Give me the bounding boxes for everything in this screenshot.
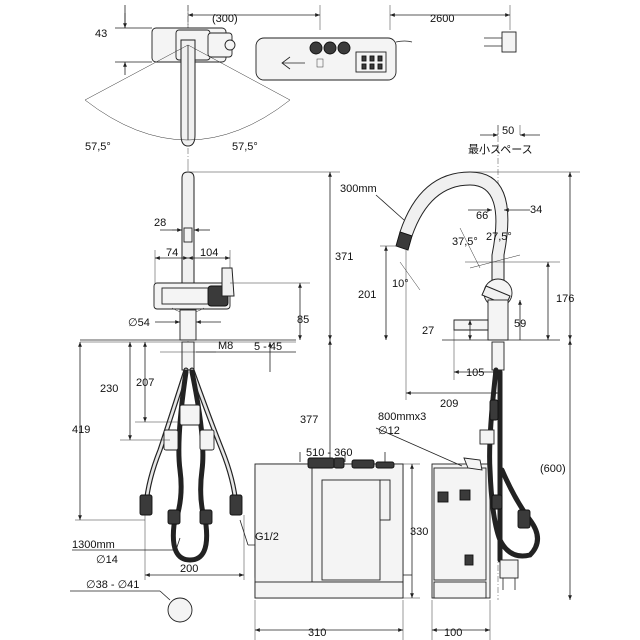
label-230: 230 — [100, 383, 118, 395]
label-371: 371 — [335, 251, 353, 263]
label-85: 85 — [297, 314, 309, 326]
front-view-hoses — [139, 367, 243, 563]
label-1300: 1300mm — [72, 539, 115, 551]
label-207: 207 — [136, 377, 154, 389]
label-600: (600) — [540, 463, 566, 475]
label-66: 66 — [476, 210, 488, 222]
label-28: 28 — [154, 217, 166, 229]
boiler-side — [431, 463, 491, 640]
label-209: 209 — [440, 398, 458, 410]
label-104: 104 — [200, 247, 218, 259]
label-5-45: 5 - 45 — [254, 341, 282, 353]
boiler-front — [254, 452, 420, 640]
label-510-360: 510 - 360 — [306, 447, 352, 459]
front-view-dimensions — [70, 171, 340, 623]
label-800: 800mmx3 — [378, 411, 426, 423]
label-300-top: (300) — [212, 13, 238, 25]
label-377: 377 — [300, 414, 318, 426]
label-27-5: 27,5° — [486, 231, 512, 243]
label-37-5: 37,5° — [452, 236, 478, 248]
label-27: 27 — [422, 325, 434, 337]
label-105: 105 — [466, 367, 484, 379]
side-view-faucet — [395, 125, 560, 600]
label-43: 43 — [95, 28, 107, 40]
label-200: 200 — [180, 563, 198, 575]
label-419: 419 — [72, 424, 90, 436]
label-min-space: 最小スペース — [468, 143, 533, 156]
label-34: 34 — [530, 204, 542, 216]
label-10: 10° — [392, 278, 409, 290]
top-view-boiler — [255, 5, 511, 81]
label-m8: M8 — [218, 340, 233, 352]
plug-icon — [484, 31, 517, 53]
label-angle-right: 57,5° — [232, 141, 258, 153]
label-2600: 2600 — [430, 13, 454, 25]
label-12: ∅12 — [378, 425, 400, 437]
top-view-faucet — [84, 5, 321, 165]
label-300mm: 300mm — [340, 183, 377, 195]
label-100: 100 — [444, 627, 462, 639]
label-g12: G1/2 — [255, 531, 279, 543]
label-59: 59 — [514, 318, 526, 330]
label-310: 310 — [308, 627, 326, 639]
label-angle-left: 57,5° — [85, 141, 111, 153]
labels: (300) 2600 43 57,5° 57,5° 28 74 104 ∅54 … — [72, 13, 574, 639]
label-330: 330 — [410, 526, 428, 538]
label-50: 50 — [502, 125, 514, 137]
label-54: ∅54 — [128, 317, 150, 329]
side-view-dimensions — [375, 125, 580, 600]
label-201: 201 — [358, 289, 376, 301]
label-176: 176 — [556, 293, 574, 305]
label-74: 74 — [166, 247, 178, 259]
label-14: ∅14 — [96, 554, 118, 566]
front-view-faucet — [80, 165, 296, 371]
label-38-41: ∅38 - ∅41 — [86, 579, 139, 591]
